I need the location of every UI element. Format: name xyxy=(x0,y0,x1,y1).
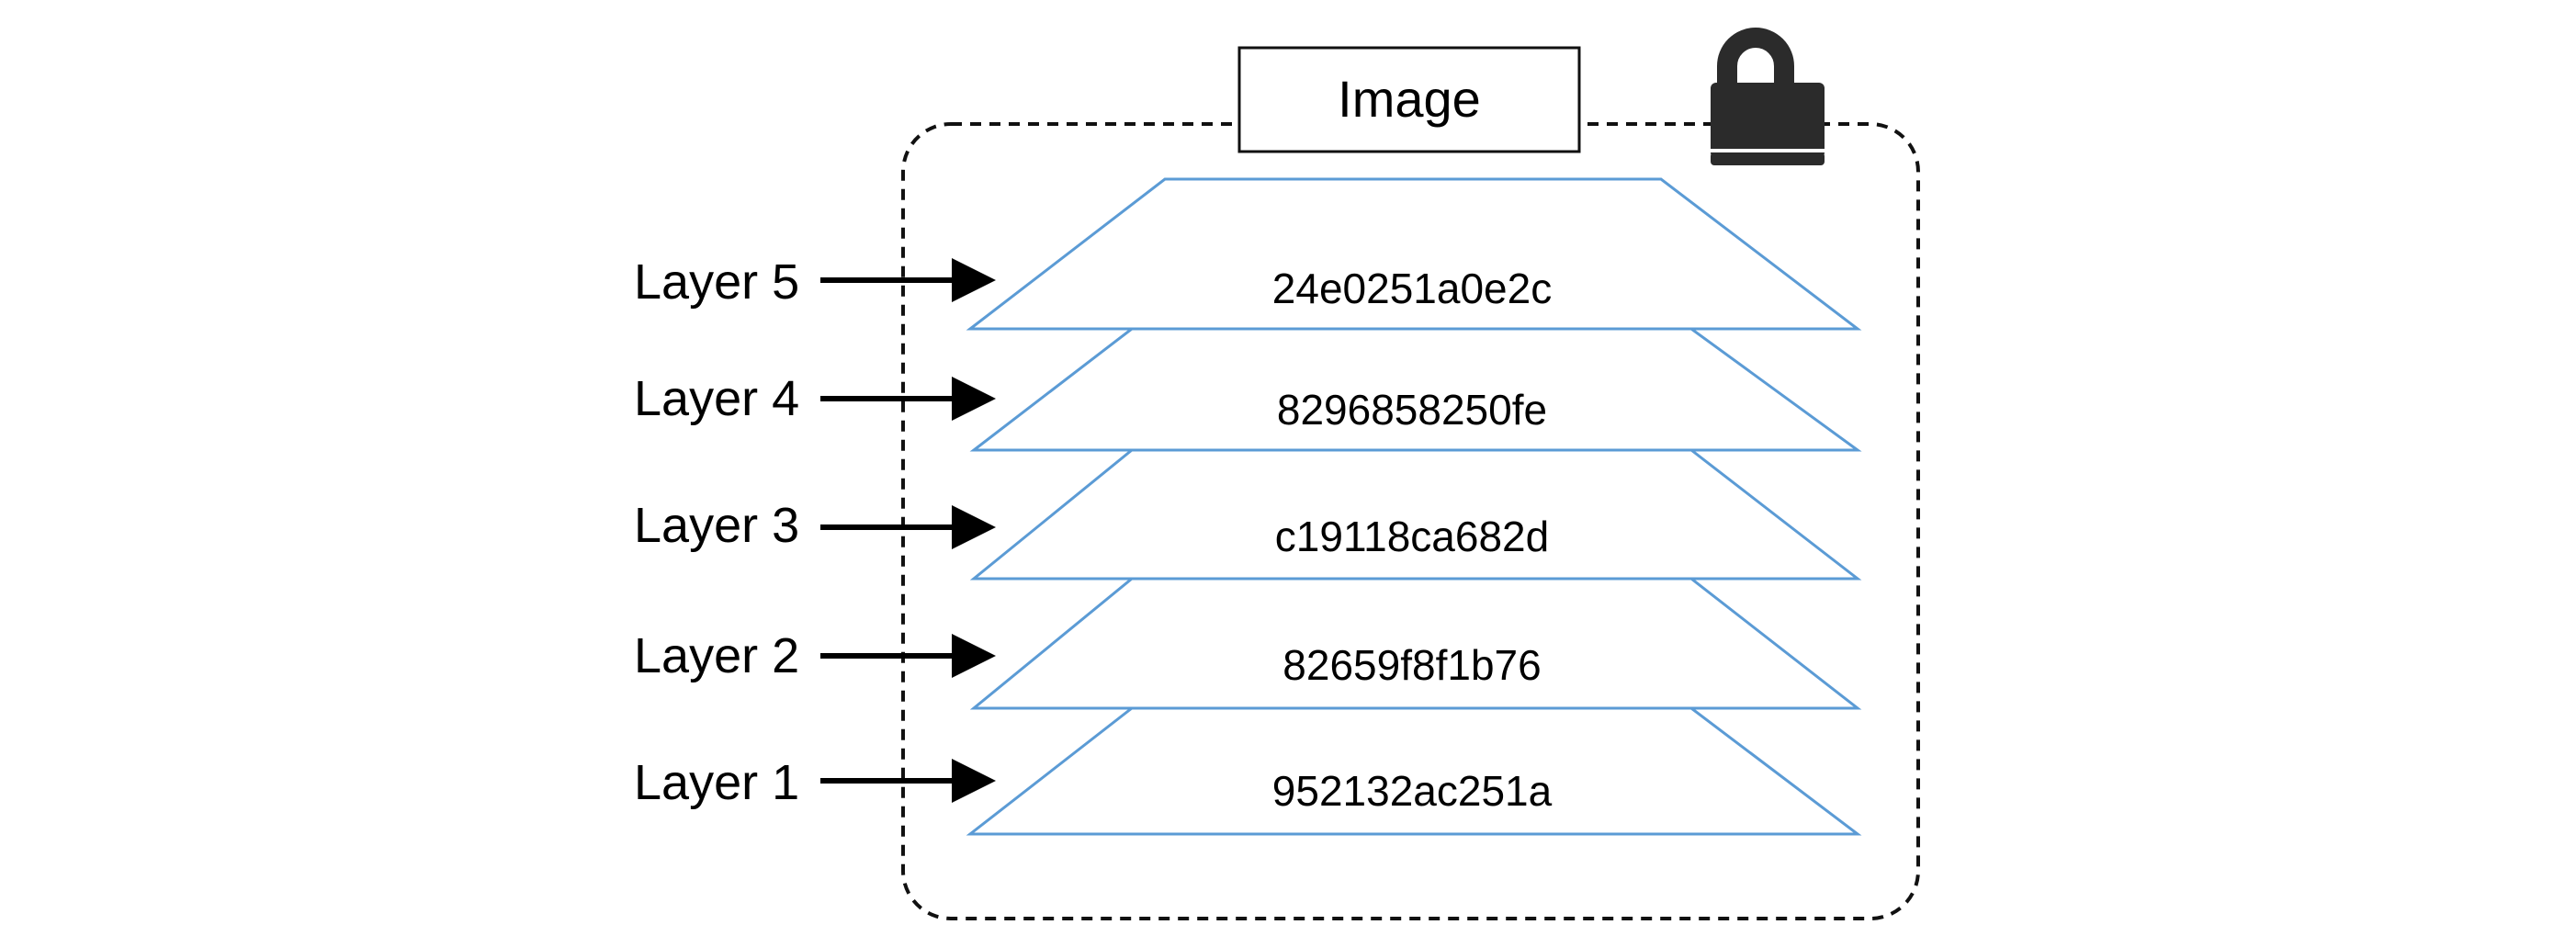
layer-hash: 24e0251a0e2c xyxy=(1272,265,1552,312)
layer-hash: 8296858250fe xyxy=(1277,386,1547,434)
layer-label: Layer 4 xyxy=(634,371,799,426)
layer-hash: c19118ca682d xyxy=(1275,513,1549,560)
layer-label: Layer 5 xyxy=(634,254,799,310)
layer-shape xyxy=(969,327,1862,452)
image-title: Image xyxy=(1338,70,1481,128)
layers-stack: 24e0251a0e2c Layer 5 8296858250fe Layer 4 c1… xyxy=(634,177,1862,836)
layer-label: Layer 2 xyxy=(634,628,799,683)
layer-hash: 82659f8f1b76 xyxy=(1282,641,1541,689)
layer-shape xyxy=(969,448,1862,581)
layer-label: Layer 3 xyxy=(634,498,799,553)
layer-shape xyxy=(966,706,1862,836)
layer-shape xyxy=(969,577,1862,710)
layer-label: Layer 1 xyxy=(634,755,799,810)
image-container xyxy=(901,122,1920,920)
image-title-box xyxy=(1237,46,1581,153)
layer-shape xyxy=(966,177,1862,331)
layer-hash: 952132ac251a xyxy=(1272,767,1553,815)
lock-icon xyxy=(1693,28,1825,165)
